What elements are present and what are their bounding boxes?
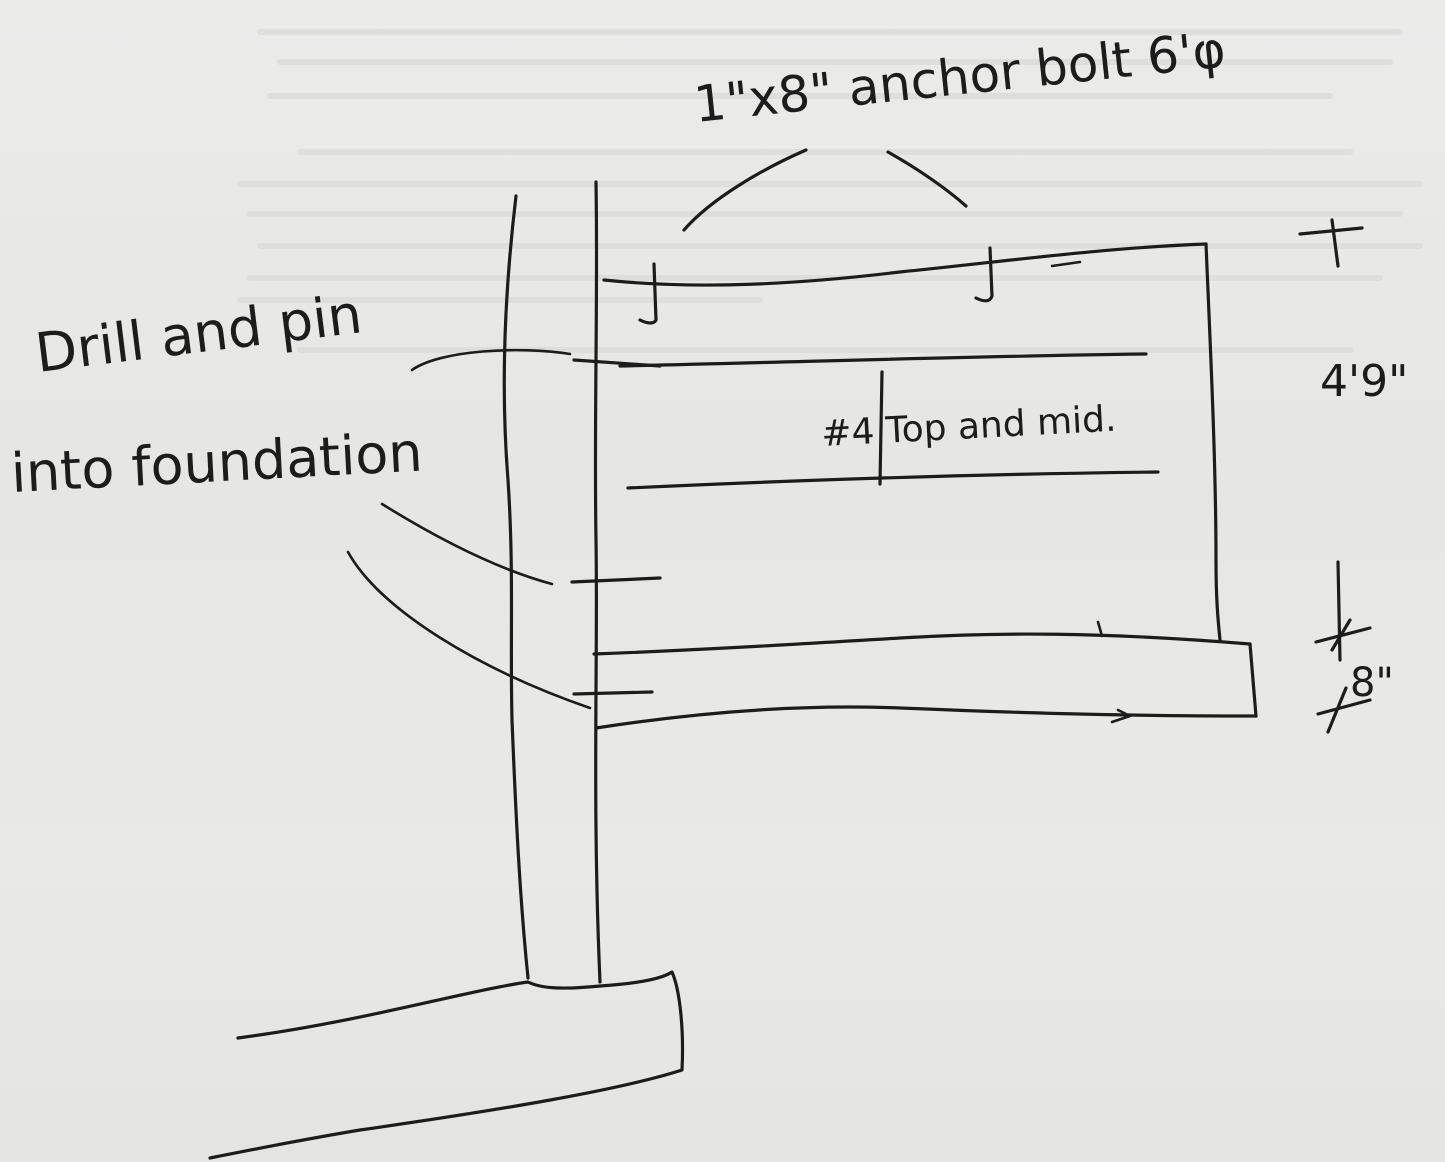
anchor-bolt-leader-left: [682, 148, 808, 232]
wall-stem-right-edge: [593, 180, 602, 984]
wall-height-label: 4'9": [1320, 356, 1408, 407]
dim-mark-mid: [1314, 618, 1372, 652]
dowel-pin-1: [572, 358, 662, 368]
slab-top-arrow: [1050, 260, 1082, 268]
drill-leader-3: [346, 550, 592, 710]
drill-pin-label-line1: Drill and pin: [32, 282, 365, 385]
drill-leader-1: [410, 348, 572, 372]
paper-bleed-through: [237, 29, 1423, 353]
bottom-slab-right-edge: [1248, 642, 1258, 718]
dowel-pin-3: [572, 690, 654, 696]
rebar-mid-bar: [626, 470, 1160, 490]
anchor-bolt-label: 1"x8" anchor bolt 6'φ: [691, 20, 1228, 133]
bottom-slab-tick: [1096, 620, 1104, 638]
anchor-bolt-hook-left: [638, 262, 658, 325]
anchor-bolt-leader-right: [886, 150, 968, 208]
dim-line-vertical: [1336, 560, 1342, 662]
rebar-top-bar: [618, 352, 1148, 368]
dim-mark-top: [1298, 218, 1364, 268]
bottom-slab-arrow: [1110, 708, 1132, 724]
rebar-dimension-tick: [878, 370, 884, 486]
slab-right-edge: [1204, 242, 1222, 642]
rebar-label: #4 Top and mid.: [820, 399, 1117, 455]
wall-footing: [208, 970, 685, 1160]
footing-height-label: 8": [1350, 660, 1394, 706]
dim-mark-bottom: [1316, 686, 1372, 734]
wall-stem-left-edge: [502, 194, 530, 980]
dowel-pin-2: [570, 576, 662, 584]
slab-top-edge: [602, 242, 1208, 287]
bottom-slab-top-edge: [592, 632, 1252, 656]
bottom-slab-bottom-edge: [594, 705, 1258, 730]
anchor-bolt-hook-right: [974, 246, 994, 303]
drill-leader-2: [380, 502, 554, 586]
drill-pin-label-line2: into foundation: [9, 421, 424, 505]
